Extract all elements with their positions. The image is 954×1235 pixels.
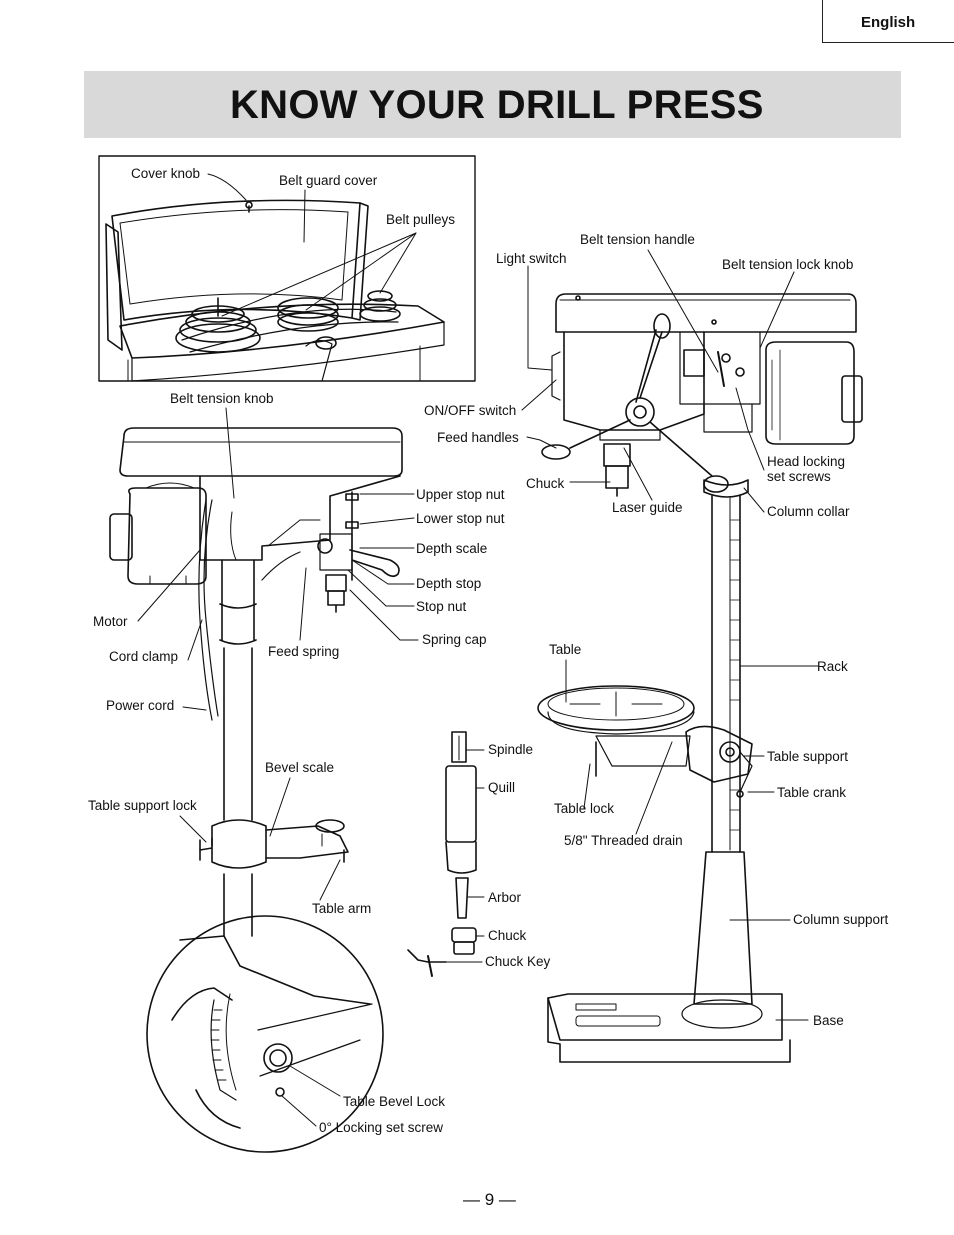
label-motor: Motor — [93, 614, 128, 629]
label-stop-nut: Stop nut — [416, 599, 467, 614]
label-belt-pulleys: Belt pulleys — [386, 212, 456, 227]
label-quill: Quill — [488, 780, 516, 795]
left-drill-press — [109, 427, 403, 937]
label-table-support-lock: Table support lock — [88, 798, 197, 813]
label-belt-guard-cover: Belt guard cover — [279, 173, 378, 188]
leader-lines — [137, 249, 819, 1127]
label-lower-stop-nut: Lower stop nut — [416, 511, 505, 526]
label-table: Table — [549, 642, 582, 657]
language-tab: English — [822, 0, 954, 43]
label-column-collar: Column collar — [767, 504, 850, 519]
label-spring-cap: Spring cap — [422, 632, 487, 647]
label-chuck-key: Chuck Key — [485, 954, 551, 969]
title-band: KNOW YOUR DRILL PRESS — [84, 71, 901, 138]
label-depth-stop: Depth stop — [416, 576, 482, 591]
label-rack: Rack — [817, 659, 848, 674]
label-base: Base — [813, 1013, 844, 1028]
label-head-locking-set-screws-line2: set screws — [767, 469, 831, 484]
label-depth-scale: Depth scale — [416, 541, 488, 556]
label-upper-stop-nut: Upper stop nut — [416, 487, 505, 502]
label-belt-tension-lock-knob: Belt tension lock knob — [722, 257, 854, 272]
belt-guard-inset — [98, 155, 476, 382]
label-table-crank: Table crank — [777, 785, 847, 800]
bevel-detail-circle — [146, 915, 384, 1153]
label-laser-guide: Laser guide — [612, 500, 683, 515]
label-column-support: Column support — [793, 912, 889, 927]
label-on-off-switch: ON/OFF switch — [424, 403, 517, 418]
label-table-support: Table support — [767, 749, 849, 764]
label-cord-clamp: Cord clamp — [109, 649, 179, 664]
label-spindle: Spindle — [488, 742, 534, 757]
label-feed-handles: Feed handles — [437, 430, 519, 445]
label-arbor: Arbor — [488, 890, 522, 905]
label-table-bevel-lock: Table Bevel Lock — [343, 1094, 446, 1109]
right-drill-press — [537, 293, 863, 1063]
label-belt-tension-handle: Belt tension handle — [580, 232, 695, 247]
label-head-locking-set-screws-line1: Head locking — [767, 454, 846, 469]
label-belt-tension-knob: Belt tension knob — [170, 391, 274, 406]
label-feed-spring: Feed spring — [268, 644, 340, 659]
label-bevel-scale: Bevel scale — [265, 760, 335, 775]
label-table-arm: Table arm — [312, 901, 372, 916]
exploded-spindle-parts — [407, 731, 477, 977]
label-chuck-top: Chuck — [526, 476, 565, 491]
label-cover-knob: Cover knob — [131, 166, 201, 181]
page-title: KNOW YOUR DRILL PRESS — [230, 83, 764, 127]
label-locking-set-screw: 0° Locking set screw — [319, 1120, 443, 1135]
label-table-lock: Table lock — [554, 801, 615, 816]
inset-leaders — [207, 173, 417, 317]
label-power-cord: Power cord — [106, 698, 175, 713]
label-chuck-bottom: Chuck — [488, 928, 527, 943]
language-label: English — [861, 14, 916, 31]
label-threaded-drain: 5/8" Threaded drain — [564, 833, 683, 848]
page-number: — 9 — — [463, 1190, 516, 1209]
label-light-switch: Light switch — [496, 251, 567, 266]
